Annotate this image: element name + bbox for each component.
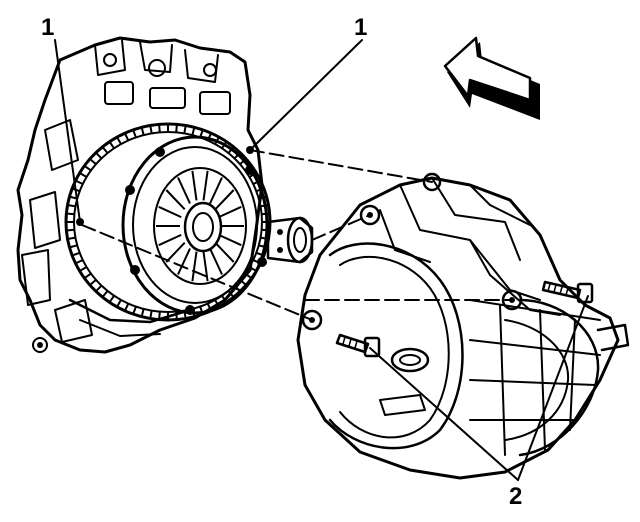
gear-tooth bbox=[83, 272, 92, 280]
gear-tooth bbox=[132, 129, 137, 138]
engine-dowel-pin-left bbox=[76, 218, 84, 226]
transaxle-housing bbox=[296, 172, 630, 480]
spring-finger bbox=[218, 205, 242, 219]
gear-tooth bbox=[175, 311, 178, 320]
gear-tooth bbox=[67, 204, 76, 208]
gear-tooth bbox=[71, 251, 81, 257]
spring-finger bbox=[209, 177, 223, 204]
gear-tooth bbox=[66, 228, 75, 232]
gear-tooth bbox=[75, 259, 84, 265]
arrow-left-icon bbox=[443, 36, 540, 120]
gear-tooth bbox=[244, 272, 253, 280]
spring-finger bbox=[214, 189, 235, 210]
gear-tooth bbox=[79, 172, 88, 178]
gear-tooth bbox=[116, 299, 122, 308]
gear-tooth bbox=[66, 212, 75, 216]
gear-tooth bbox=[183, 125, 187, 134]
transaxle-bolt-upper bbox=[541, 280, 594, 304]
gear-tooth bbox=[132, 306, 137, 315]
spring-finger bbox=[202, 251, 209, 282]
gear-tooth bbox=[67, 236, 76, 240]
spring-finger bbox=[218, 233, 242, 247]
gear-tooth bbox=[123, 303, 130, 312]
gear-tooth bbox=[221, 295, 228, 303]
gear-tooth bbox=[158, 124, 161, 133]
gear-tooth bbox=[248, 266, 257, 272]
gear-tooth bbox=[95, 151, 103, 160]
spring-finger bbox=[165, 189, 186, 210]
release-bearing bbox=[266, 216, 314, 264]
gear-tooth bbox=[149, 310, 153, 319]
gear-tooth bbox=[158, 311, 161, 320]
spring-finger bbox=[202, 170, 209, 201]
clutch-pressure-plate bbox=[121, 135, 269, 315]
gear-tooth bbox=[191, 127, 196, 136]
gear-tooth bbox=[95, 284, 103, 293]
gear-tooth bbox=[79, 266, 88, 272]
gear-tooth bbox=[214, 299, 220, 308]
gear-tooth bbox=[140, 127, 145, 136]
transaxle-bolt-lower bbox=[335, 333, 381, 358]
spring-finger bbox=[158, 205, 182, 219]
gear-tooth bbox=[108, 295, 115, 303]
spring-finger bbox=[191, 251, 198, 282]
gear-tooth bbox=[69, 244, 78, 249]
gear-tooth bbox=[89, 158, 97, 165]
gear-tooth bbox=[101, 146, 109, 154]
gear-tooth bbox=[123, 132, 130, 141]
gear-tooth bbox=[116, 136, 122, 145]
assembly-alignment-lines bbox=[81, 149, 513, 321]
gear-tooth bbox=[108, 141, 115, 149]
gear-tooth bbox=[239, 279, 247, 286]
gear-tooth bbox=[101, 290, 109, 298]
spring-finger bbox=[158, 233, 182, 247]
callout-label-1-top: 1 bbox=[354, 14, 367, 41]
gear-tooth bbox=[227, 290, 235, 298]
spring-finger bbox=[209, 248, 223, 275]
callout-label-1-left: 1 bbox=[41, 14, 54, 41]
gear-tooth bbox=[149, 125, 153, 134]
engine-dowel-pin-top bbox=[246, 146, 254, 154]
gear-tooth bbox=[175, 124, 178, 133]
spring-finger bbox=[214, 242, 235, 263]
spring-finger bbox=[165, 242, 186, 263]
gear-tooth bbox=[140, 308, 145, 317]
callout-label-2: 2 bbox=[509, 483, 522, 510]
diaphragm-spring-fingers bbox=[156, 170, 244, 282]
spring-finger bbox=[177, 248, 191, 275]
callout-leader-lines bbox=[54, 39, 589, 481]
spring-finger bbox=[191, 170, 198, 201]
gear-tooth bbox=[75, 179, 84, 185]
spring-finger bbox=[177, 177, 191, 204]
gear-tooth bbox=[83, 164, 92, 172]
gear-tooth bbox=[89, 279, 97, 286]
